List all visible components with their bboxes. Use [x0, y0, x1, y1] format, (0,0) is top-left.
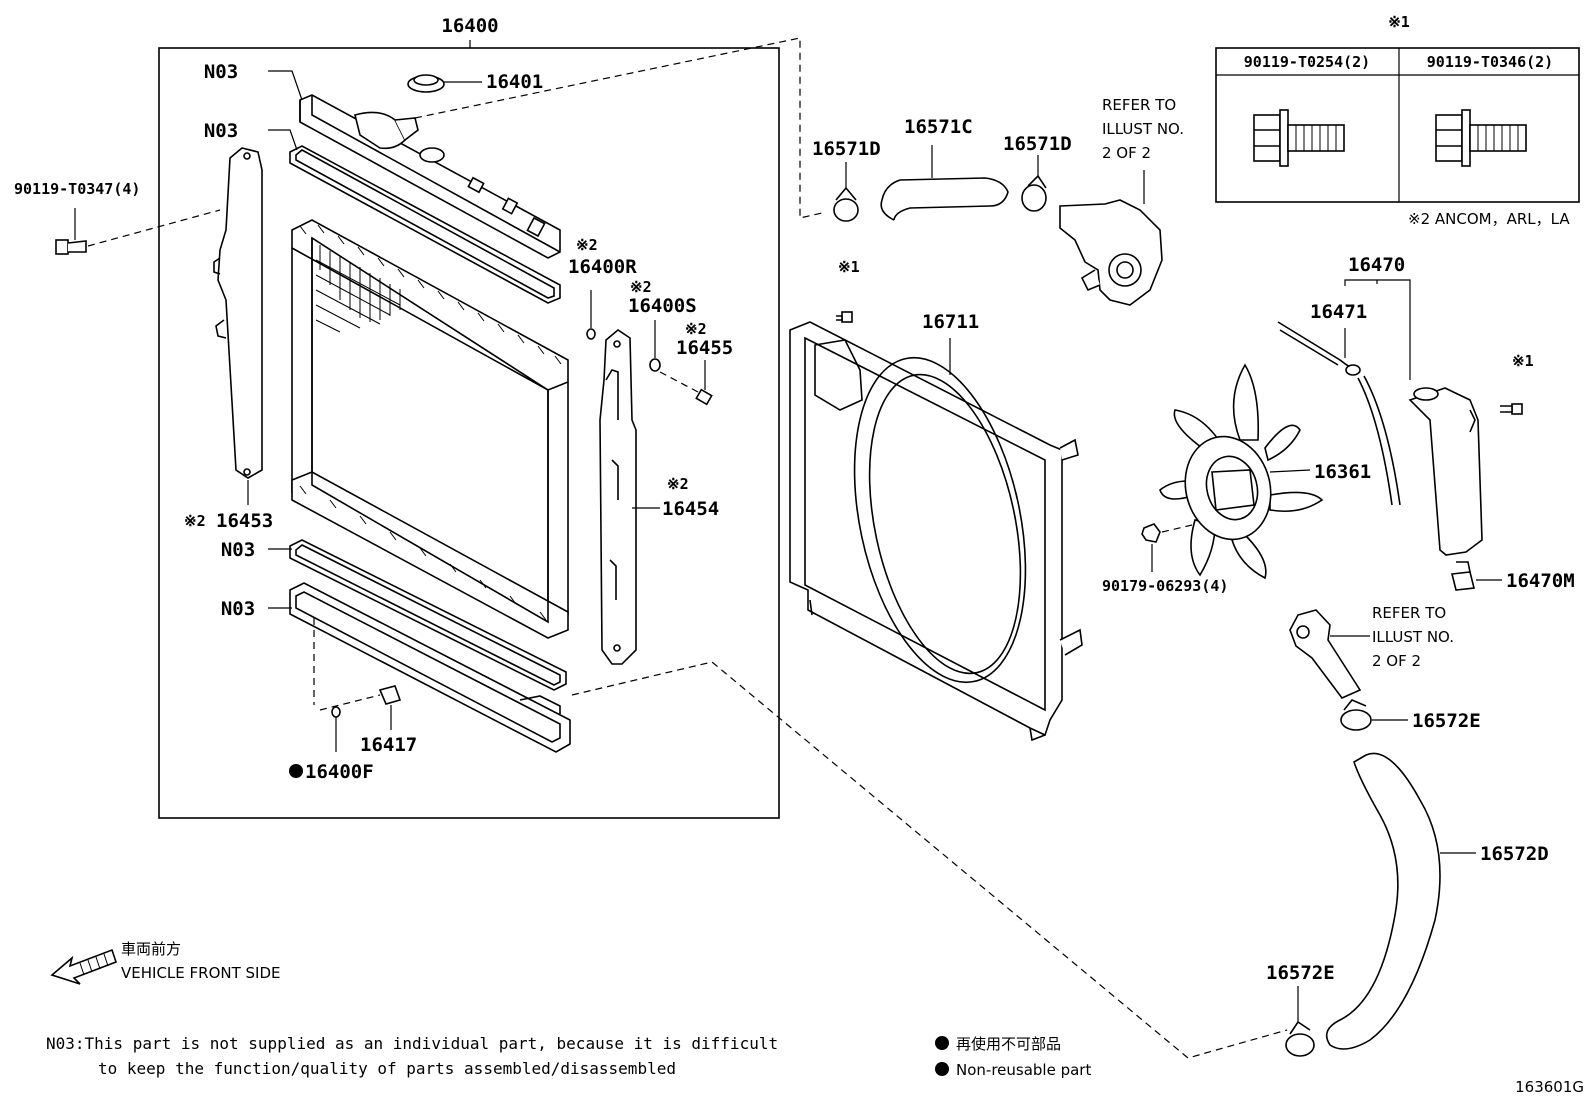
- hose-clamp-16572e-lower[interactable]: [1285, 1020, 1315, 1057]
- mark-16400r: ※2: [576, 236, 598, 254]
- front-side-en: VEHICLE FRONT SIDE: [121, 964, 281, 982]
- legend-en: Non-reusable part: [956, 1061, 1091, 1079]
- label-n03-lower-tank[interactable]: N03: [221, 598, 255, 620]
- non-reusable-dot-16400f: [289, 764, 303, 778]
- bolt-table: 90119-T0254(2) 90119-T0346(2): [1215, 47, 1580, 203]
- shroud-bolt[interactable]: [836, 311, 853, 323]
- upper-gasket[interactable]: [289, 145, 561, 304]
- lower-hose-16572d[interactable]: [1325, 752, 1441, 1050]
- oring-16400f[interactable]: [331, 706, 341, 718]
- mark-reservoir-bolt: ※1: [1512, 352, 1534, 370]
- label-n03-lower-gasket[interactable]: N03: [221, 539, 255, 561]
- upper-hose-16571c[interactable]: [881, 177, 1009, 221]
- bolt-table-col2: 90119-T0346(2): [1427, 53, 1553, 71]
- label-16471[interactable]: 16471: [1310, 301, 1367, 323]
- front-side-jp: 車両前方: [121, 940, 181, 958]
- hose-clamp-16571d-left[interactable]: [833, 186, 859, 222]
- label-16572e-upper[interactable]: 16572E: [1412, 710, 1481, 732]
- label-16417[interactable]: 16417: [360, 734, 417, 756]
- oring-16400s[interactable]: [649, 358, 661, 372]
- label-16470[interactable]: 16470: [1348, 254, 1405, 276]
- radiator-cap[interactable]: [407, 74, 445, 93]
- lower-gasket[interactable]: [289, 539, 567, 691]
- mark-16400s: ※2: [630, 278, 652, 296]
- upper-tank[interactable]: [299, 94, 561, 259]
- hose-clamp-16571d-right[interactable]: [1021, 174, 1047, 212]
- hose-clamp-16572e-upper[interactable]: [1340, 699, 1372, 731]
- label-16455[interactable]: 16455: [676, 337, 733, 359]
- label-16400s[interactable]: 16400S: [628, 295, 697, 317]
- fan-shroud-16711[interactable]: [789, 321, 1083, 742]
- mark-16455: ※2: [685, 320, 707, 338]
- n03-note-line2: to keep the function/quality of parts as…: [98, 1059, 676, 1078]
- right-support-16454[interactable]: [599, 329, 637, 665]
- drain-plug-16455[interactable]: [659, 371, 713, 406]
- label-16454[interactable]: 16454: [662, 498, 719, 520]
- label-16400f[interactable]: 16400F: [305, 761, 374, 783]
- refer-top-line3: 2 OF 2: [1102, 144, 1151, 162]
- label-16571d-left[interactable]: 16571D: [812, 138, 881, 160]
- label-16711[interactable]: 16711: [922, 311, 979, 333]
- legend-jp: 再使用不可部品: [956, 1035, 1061, 1053]
- reservoir-bolt[interactable]: [1500, 403, 1523, 415]
- dash-line-lower-hose: [571, 661, 1288, 1059]
- dash-line-upper-hose: [414, 37, 823, 219]
- water-inlet-fitting: [1289, 609, 1362, 699]
- label-n03-upper-tank[interactable]: N03: [204, 61, 238, 83]
- label-16572d[interactable]: 16572D: [1480, 843, 1549, 865]
- refer-mid-line2: ILLUST NO.: [1372, 628, 1454, 646]
- label-16453[interactable]: 16453: [216, 510, 273, 532]
- n03-note-line1: N03:This part is not supplied as an indi…: [46, 1034, 778, 1053]
- bolt-table-col1: 90119-T0254(2): [1244, 53, 1370, 71]
- label-16400r[interactable]: 16400R: [568, 256, 637, 278]
- vehicle-front-arrow: [50, 948, 118, 985]
- label-16571d-right[interactable]: 16571D: [1003, 133, 1072, 155]
- reservoir-tank-16470[interactable]: [1408, 387, 1483, 556]
- refer-mid-line3: 2 OF 2: [1372, 652, 1421, 670]
- label-16470m[interactable]: 16470M: [1506, 570, 1575, 592]
- mark-table: ※1: [1388, 13, 1410, 31]
- bolt-icon-col2: [1435, 109, 1527, 167]
- label-16401[interactable]: 16401: [486, 71, 543, 93]
- refer-top-line1: REFER TO: [1102, 96, 1176, 114]
- radiator-core[interactable]: [291, 219, 569, 639]
- reservoir-cap-16470m[interactable]: [1451, 561, 1475, 591]
- label-16400[interactable]: 16400: [441, 15, 498, 37]
- oring-16400r[interactable]: [586, 328, 596, 340]
- thermostat-housing: [1059, 199, 1163, 306]
- refer-top-line2: ILLUST NO.: [1102, 120, 1184, 138]
- label-16571c[interactable]: 16571C: [904, 116, 973, 138]
- legend-dot-en: [935, 1062, 949, 1076]
- diagram-code: 163601G: [1515, 1078, 1584, 1096]
- fan-nut-90179-06293[interactable]: [1141, 523, 1161, 543]
- left-support-16453[interactable]: [213, 147, 263, 479]
- mark-16454: ※2: [667, 475, 689, 493]
- drain-cock-16417[interactable]: [378, 685, 402, 705]
- mark-shroud-bolt: ※1: [838, 258, 860, 276]
- bolt-icon-col1: [1253, 109, 1345, 167]
- label-16572e-lower[interactable]: 16572E: [1266, 962, 1335, 984]
- cooling-fan-16361[interactable]: [1159, 363, 1324, 580]
- label-90119-t0347[interactable]: 90119-T0347(4): [14, 180, 140, 198]
- bolt-table-footnote: ※2 ANCOM，ARL，LA: [1408, 210, 1570, 228]
- bolt-90119-t0347[interactable]: [55, 239, 87, 255]
- reservoir-hose-16471[interactable]: [1277, 321, 1401, 506]
- radiator-assembly-frame: [158, 47, 780, 819]
- mark-16453: ※2: [184, 512, 206, 530]
- lower-tank[interactable]: [289, 582, 571, 753]
- legend-dot-jp: [935, 1036, 949, 1050]
- label-90179-06293[interactable]: 90179-06293(4): [1102, 577, 1228, 595]
- refer-mid-line1: REFER TO: [1372, 604, 1446, 622]
- label-n03-gasket[interactable]: N03: [204, 120, 238, 142]
- label-16361[interactable]: 16361: [1314, 461, 1371, 483]
